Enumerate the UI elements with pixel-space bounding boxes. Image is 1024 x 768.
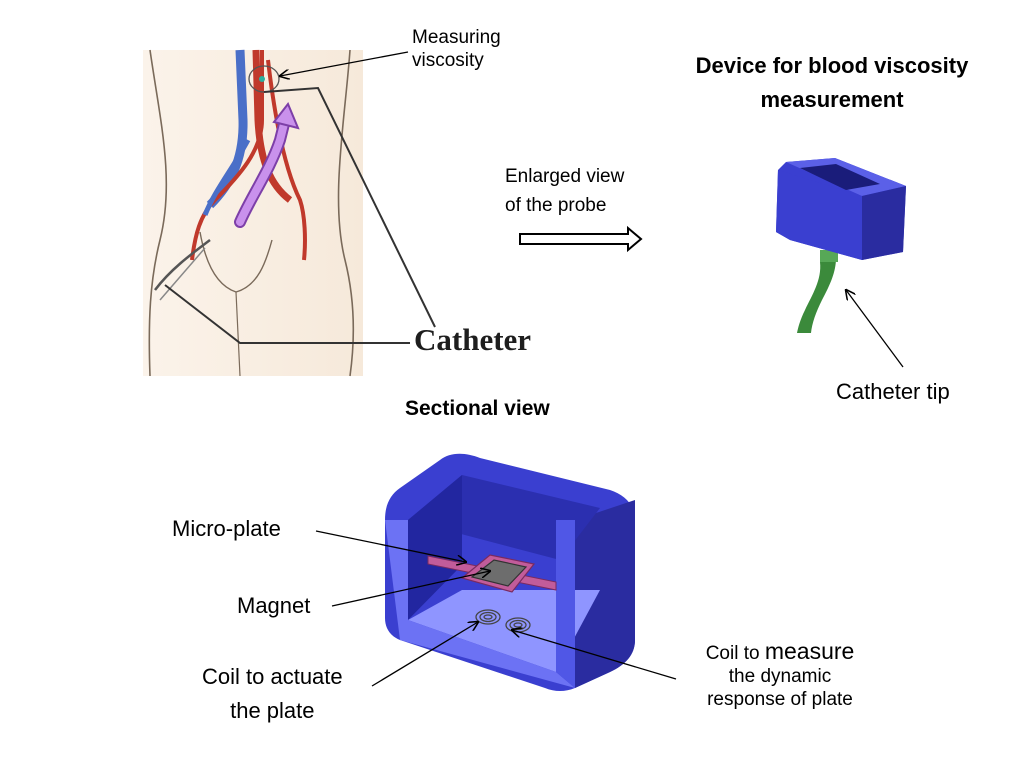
device-right-wall bbox=[575, 500, 635, 688]
device-inner-left-wall bbox=[408, 475, 462, 620]
measuring-viscosity-line2: viscosity bbox=[412, 49, 484, 71]
sectional-view-device bbox=[385, 453, 635, 691]
coil-measure-label: Coil to measure the dynamic response of … bbox=[680, 638, 880, 711]
catheter-tip-label: Catheter tip bbox=[836, 379, 950, 404]
measuring-viscosity-label: Measuring viscosity bbox=[412, 27, 501, 73]
probe-marker-dot bbox=[259, 76, 265, 82]
body-outline-right bbox=[337, 49, 355, 377]
micro-plate-arrow bbox=[315, 530, 466, 562]
catheter-wire-sheath bbox=[159, 247, 206, 301]
coil-actuate-label: Coil to actuate the plate bbox=[202, 660, 343, 728]
body-outline-left bbox=[148, 49, 168, 377]
catheter-label: Catheter bbox=[414, 322, 532, 357]
magnet-block bbox=[470, 559, 528, 587]
probe-cavity bbox=[800, 164, 880, 190]
probe-device-3d bbox=[776, 158, 906, 333]
enlarged-view-label: Enlarged view of the probe bbox=[505, 163, 624, 220]
skin-background bbox=[143, 50, 363, 376]
device-title-line2: measurement bbox=[760, 87, 904, 113]
measuring-viscosity-arrow bbox=[280, 51, 409, 76]
catheter-tip-neck bbox=[820, 250, 838, 262]
micro-plate-label: Micro-plate bbox=[172, 516, 281, 541]
coil-measure-arrow bbox=[512, 630, 677, 680]
body-outline-inner bbox=[235, 291, 241, 377]
device-inner-floor bbox=[408, 590, 600, 672]
catheter-callout-line-upper bbox=[263, 86, 436, 328]
coil-measure-line2: the dynamic bbox=[728, 665, 832, 687]
vein-branch-left bbox=[202, 138, 251, 216]
artery-branch-right bbox=[266, 59, 307, 261]
coil-measure-line1: Coil to measure bbox=[680, 638, 880, 666]
measuring-viscosity-line1: Measuring bbox=[412, 27, 501, 48]
coil-measure-line3: response of plate bbox=[707, 688, 853, 710]
coil-measure-prefix: Coil to bbox=[705, 643, 765, 664]
coil-actuate bbox=[475, 609, 501, 625]
coil-measure-word: measure bbox=[764, 638, 855, 664]
probe-front-face bbox=[776, 170, 862, 260]
device-front-rim-right bbox=[556, 520, 575, 688]
coil-actuate-line1: Coil to actuate bbox=[202, 664, 343, 689]
catheter-tip-arrow bbox=[846, 290, 904, 368]
catheter-wire bbox=[154, 239, 211, 291]
sectional-view-title: Sectional view bbox=[405, 397, 550, 420]
magnet-label: Magnet bbox=[237, 593, 311, 618]
device-title-line1: Device for blood viscosity bbox=[695, 53, 969, 78]
device-title: Device for blood viscosity measurement bbox=[672, 49, 992, 117]
purple-flow-arrow-body bbox=[236, 116, 289, 226]
purple-flow-arrow-head bbox=[272, 102, 300, 130]
device-front-rim bbox=[385, 520, 575, 688]
catheter-callout-line-lower bbox=[164, 284, 410, 344]
anatomy-illustration bbox=[143, 49, 363, 377]
coil-actuate-arrow bbox=[371, 622, 478, 687]
probe-side-face bbox=[862, 186, 906, 260]
magnet-arrow bbox=[331, 571, 490, 607]
enlarged-view-line1: Enlarged view bbox=[505, 166, 625, 187]
coil-actuate-line2: the plate bbox=[230, 698, 315, 724]
catheter-tip-tube bbox=[797, 258, 836, 333]
enlarged-view-line2: of the probe bbox=[505, 194, 607, 216]
enlarged-view-arrow bbox=[519, 225, 643, 253]
